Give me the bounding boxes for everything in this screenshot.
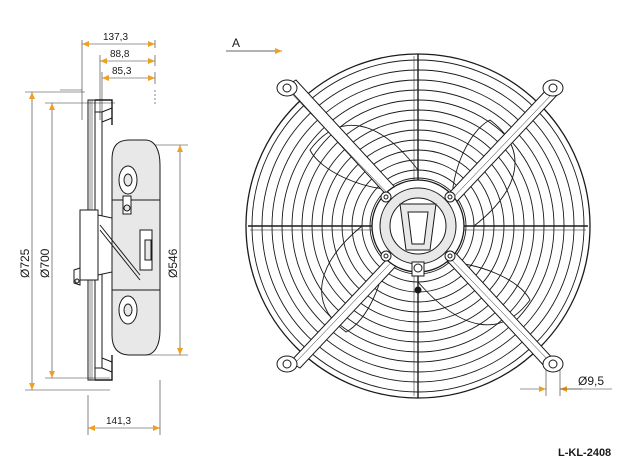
- hole-diameter-callout: [520, 370, 612, 396]
- drawing-code: L-KL-2408: [558, 447, 611, 459]
- motor-hub: [371, 179, 465, 294]
- motor-housing-side: [73, 139, 161, 356]
- dim-hole-diameter: Ø9,5: [578, 374, 604, 388]
- dim-depth-mid: 88,8: [110, 49, 130, 60]
- depth-dimension-bottom: [87, 380, 161, 435]
- dim-diameter-blade: Ø546: [166, 248, 180, 278]
- depth-label-137: 137,3: [103, 32, 128, 43]
- dim-depth-base: 141,3: [106, 416, 131, 427]
- diameter-dimensions-left: [25, 91, 110, 391]
- view-label: A: [232, 36, 240, 50]
- fan-front-view: Ø9,5: [245, 53, 612, 399]
- fan-side-view: 137,3 88,8 85,3 Ø725 Ø700 Ø546: [18, 32, 188, 435]
- dim-depth-inner: 85,3: [112, 66, 132, 77]
- dim-diameter-ring: Ø700: [38, 248, 52, 278]
- view-direction-indicator: A: [226, 36, 282, 54]
- dim-depth-overall: 137,3: [103, 32, 128, 43]
- dim-diameter-outer: Ø725: [18, 248, 32, 278]
- depth-dimensions-top: [60, 40, 156, 120]
